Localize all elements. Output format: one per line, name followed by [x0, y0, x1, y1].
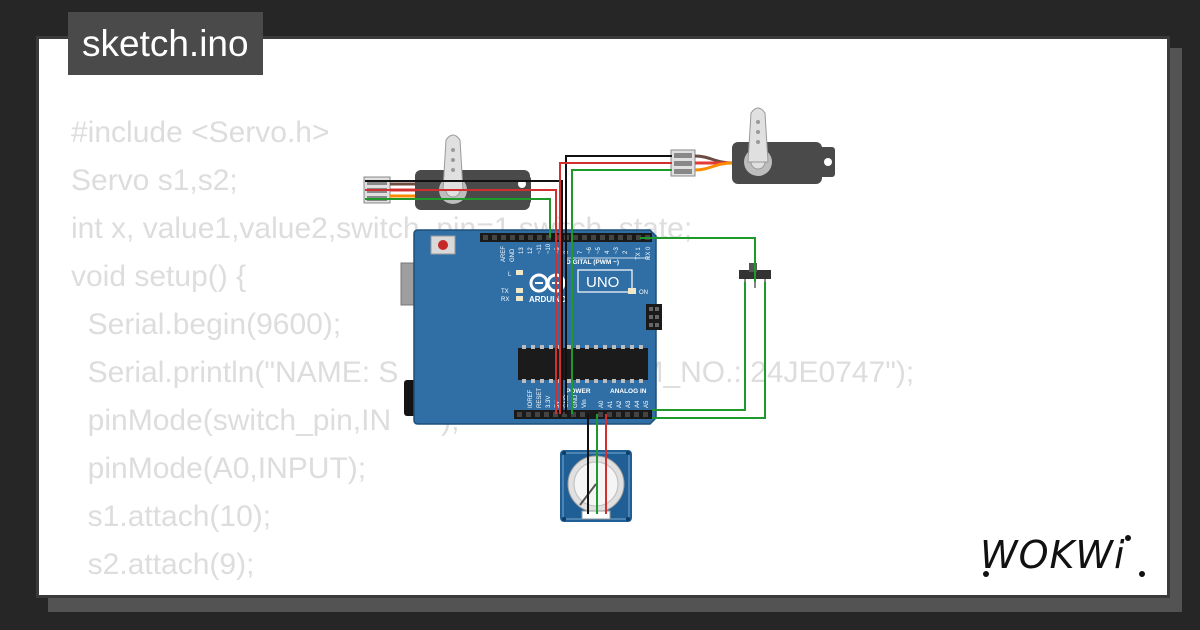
ioref-label: IOREF: [528, 389, 534, 408]
code-line: Serial.begin(9600);: [71, 308, 342, 341]
icsp-header: [646, 304, 662, 330]
pin-label: ~5: [596, 246, 602, 254]
atmega-chip: [518, 348, 648, 380]
pin-label: ~6: [587, 246, 593, 254]
wire-servo2-signal: [571, 169, 672, 414]
rx-led: [516, 296, 523, 301]
analog-pin-label: A2: [617, 400, 623, 408]
wokwi-logo: WOKWi: [980, 533, 1145, 577]
servo-motor-2[interactable]: [670, 107, 835, 184]
pin-label: 2: [623, 250, 629, 254]
pin-label: TX 1: [636, 247, 642, 260]
arduino-brand: ARDUINO: [529, 295, 566, 304]
reset-button-cap: [438, 240, 448, 250]
pin-label: 12: [528, 247, 534, 254]
pin-label: ~10: [546, 243, 552, 254]
code-block: #include <Servo.h>Servo s1,s2;int x, val…: [71, 109, 914, 595]
v33-label: 3.3V: [546, 396, 552, 408]
gnd-label: GND: [573, 394, 579, 408]
l-led: [516, 270, 523, 275]
tx-label: TX: [501, 289, 509, 295]
file-tab[interactable]: sketch.ino: [68, 12, 263, 75]
rx-label: RX: [501, 297, 509, 303]
vin-label: Vin: [582, 399, 588, 408]
code-line: Servo s1,s2;: [71, 164, 238, 197]
l-led-label: L: [508, 272, 512, 278]
svg-text:WOKWi: WOKWi: [980, 533, 1126, 577]
analog-pin-label: A3: [626, 400, 632, 408]
wire-servo2-gnd: [565, 155, 672, 414]
pin-label: ~9: [555, 246, 561, 254]
tx-led: [516, 288, 523, 293]
wire-servo1-vcc: [365, 189, 557, 414]
analog-label: ANALOG IN: [610, 388, 647, 395]
wire-servo1-gnd: [365, 180, 563, 414]
uno-badge: [577, 269, 633, 293]
wires: [365, 155, 766, 514]
analog-pin-label: A1: [608, 400, 614, 408]
reset-label: RESET: [537, 388, 543, 408]
code-line: pinMode(A0,INPUT);: [71, 452, 367, 485]
analog-pin-label: A4: [635, 400, 641, 408]
uno-model: UNO: [586, 274, 619, 291]
wire-switch-signal: [640, 237, 756, 282]
on-label: ON: [639, 290, 648, 296]
wire-servo1-signal: [365, 198, 551, 238]
digital-label: DIGITAL (PWM ~): [566, 259, 619, 266]
code-line: s2.attach(9);: [71, 548, 255, 581]
v5-label: 5V: [555, 401, 561, 408]
arduino-uno-board[interactable]: AREF GND 13 12 ~11 ~10 ~9 8 7 ~6 ~5 4 ~3…: [413, 229, 662, 425]
code-line: #include <Servo.h>: [71, 116, 330, 149]
on-led: [628, 288, 636, 294]
wire-switch-gnd: [652, 282, 746, 411]
wire-switch-vcc: [652, 282, 766, 419]
aref-label: AREF: [501, 246, 507, 262]
pin-label: 13: [519, 247, 525, 254]
pin-label: RX 0: [646, 246, 652, 260]
analog-pin-label: A0: [599, 400, 605, 408]
power-label: POWER: [566, 388, 591, 395]
pin-label: ~11: [537, 244, 543, 254]
wire-servo2-vcc: [559, 162, 672, 414]
gnd-label: GND: [510, 248, 516, 262]
pin-label: ~3: [614, 246, 620, 254]
code-line: s1.attach(10);: [71, 500, 272, 533]
pin-label: 4: [605, 250, 611, 254]
analog-pin-label: A5: [644, 400, 650, 408]
pin-label: 7: [578, 250, 584, 254]
code-line: void setup() {: [71, 260, 247, 293]
